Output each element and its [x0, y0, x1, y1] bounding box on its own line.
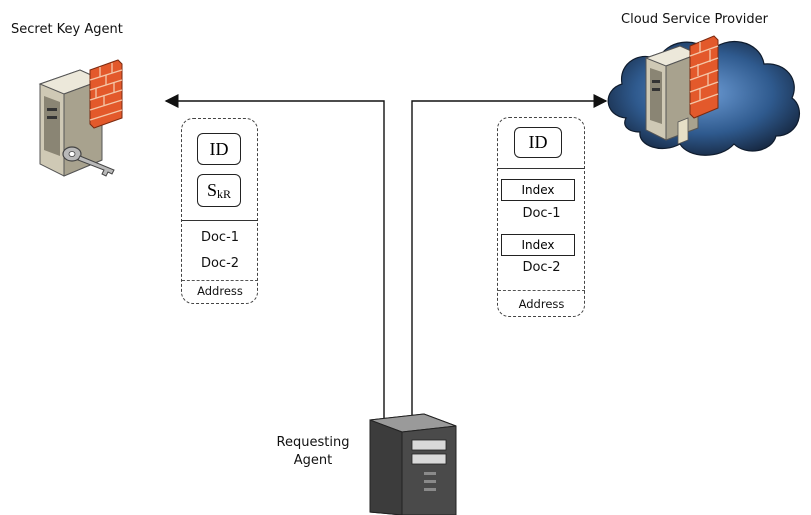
arrow-to-cloud-service-provider: [411, 94, 608, 430]
secret-key-base: S: [206, 180, 217, 200]
address-label: Address: [197, 284, 243, 298]
key-icon: [62, 146, 115, 177]
arrow-to-secret-key-agent: [164, 94, 385, 430]
index-box-2: Index: [501, 234, 575, 256]
doc-1-label: Doc-1: [200, 230, 240, 245]
secret-key-agent-label: Secret Key Agent: [11, 22, 123, 37]
firewall-icon: [89, 59, 123, 129]
cloud-request-panel: ID Index Doc-1 Index Doc-2 Address: [497, 117, 585, 317]
cloud-doc-2-label: Doc-2: [522, 260, 561, 275]
cloud-id-box: ID: [514, 127, 562, 158]
cloud-service-provider-label: Cloud Service Provider: [621, 12, 768, 27]
requesting-agent-server-icon: [369, 413, 457, 515]
index-box-1: Index: [501, 179, 575, 201]
requesting-agent-label-line2: Agent: [293, 453, 333, 468]
requesting-agent-label: Requesting Agent: [268, 435, 358, 468]
cloud-address-label: Address: [518, 297, 565, 311]
secret-key-subscript: kR: [217, 187, 232, 201]
address-separator: [182, 280, 258, 281]
panel-separator: [182, 220, 258, 221]
cloud-service-provider-icon: [607, 35, 801, 156]
secret-key-agent-server-icon: [38, 59, 123, 177]
cloud-address-separator: [498, 290, 585, 291]
requesting-agent-label-line1: Requesting: [276, 435, 350, 450]
id-box: ID: [197, 133, 241, 165]
cloud-doc-1-label: Doc-1: [522, 206, 561, 221]
cloud-firewall-icon: [689, 35, 719, 119]
doc-2-label: Doc-2: [200, 256, 240, 271]
cloud-panel-separator: [498, 168, 585, 169]
